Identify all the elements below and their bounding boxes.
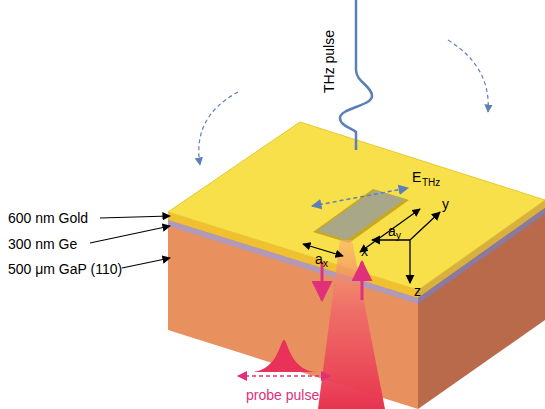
axis-label: x [361,244,368,258]
aperture-dim: a [315,252,323,266]
aperture-dim-subscript: x [323,259,328,269]
field-label: E [412,170,421,184]
thz-pulse-label: THz pulse [322,30,336,93]
axis-label: y [442,197,449,211]
layer-label: 500 μm GaP (110) [8,262,122,276]
layer-label: 600 nm Gold [8,211,88,225]
field-subscript: THz [422,178,440,188]
aperture-dim-subscript: y [396,231,401,241]
axis-label: z [414,284,421,298]
aperture-dim: a [388,224,396,238]
layer-label: 300 nm Ge [8,237,77,251]
probe-label: probe pulse [246,388,319,402]
